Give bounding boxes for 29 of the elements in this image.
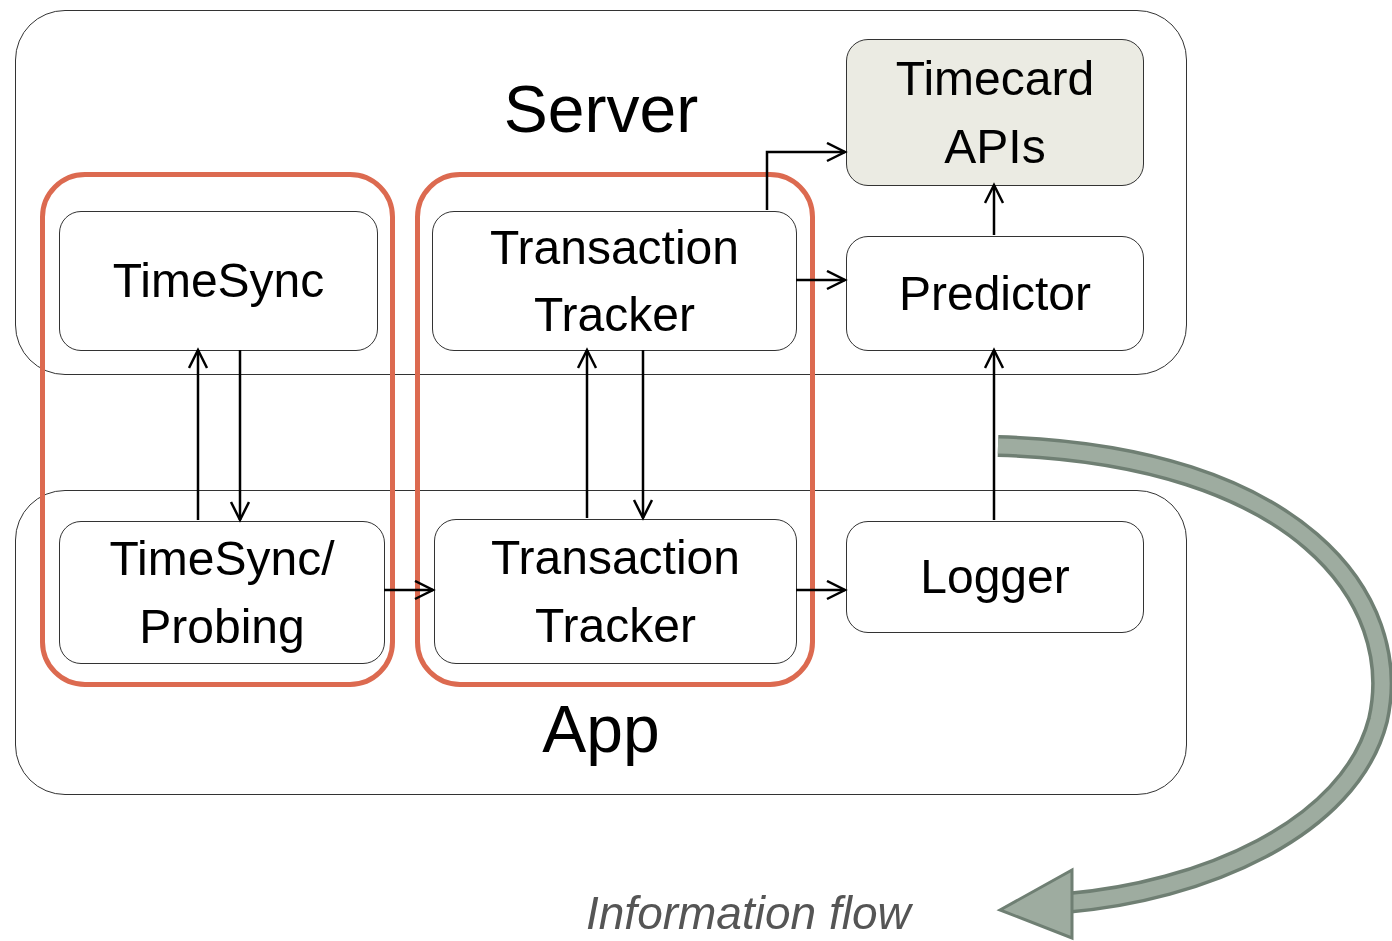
- arrow: [765, 141, 847, 210]
- arrow: [983, 348, 1005, 520]
- arrow: [796, 269, 847, 291]
- arrow: [384, 579, 435, 601]
- arrow: [983, 183, 1005, 235]
- tier-title: App: [541, 693, 661, 766]
- process-box: [846, 39, 1144, 186]
- process-box: [434, 519, 797, 664]
- process-box: [432, 211, 797, 351]
- arrow: [632, 350, 654, 520]
- tier-panel: [15, 490, 1187, 795]
- process-box: [59, 521, 385, 664]
- direction-caption: Information flow: [586, 886, 911, 940]
- process-box: [846, 521, 1144, 633]
- node-label: Timecard APIs: [894, 51, 1096, 175]
- arrow: [576, 348, 598, 518]
- arrow: [796, 579, 847, 601]
- node-label: Logger: [919, 549, 1071, 606]
- node-label: TimeSync: [111, 253, 326, 310]
- arrow: [229, 350, 251, 522]
- tier-title: Server: [502, 73, 700, 146]
- node-label: Predictor: [897, 265, 1093, 322]
- node-label: Transaction Tracker: [489, 219, 740, 343]
- process-box: [846, 236, 1144, 351]
- arrow: [187, 348, 209, 520]
- process-box: [59, 211, 378, 351]
- tier-panel: [15, 10, 1187, 375]
- node-label: Transaction Tracker: [490, 530, 741, 654]
- node-label: TimeSync/ Probing: [108, 531, 336, 655]
